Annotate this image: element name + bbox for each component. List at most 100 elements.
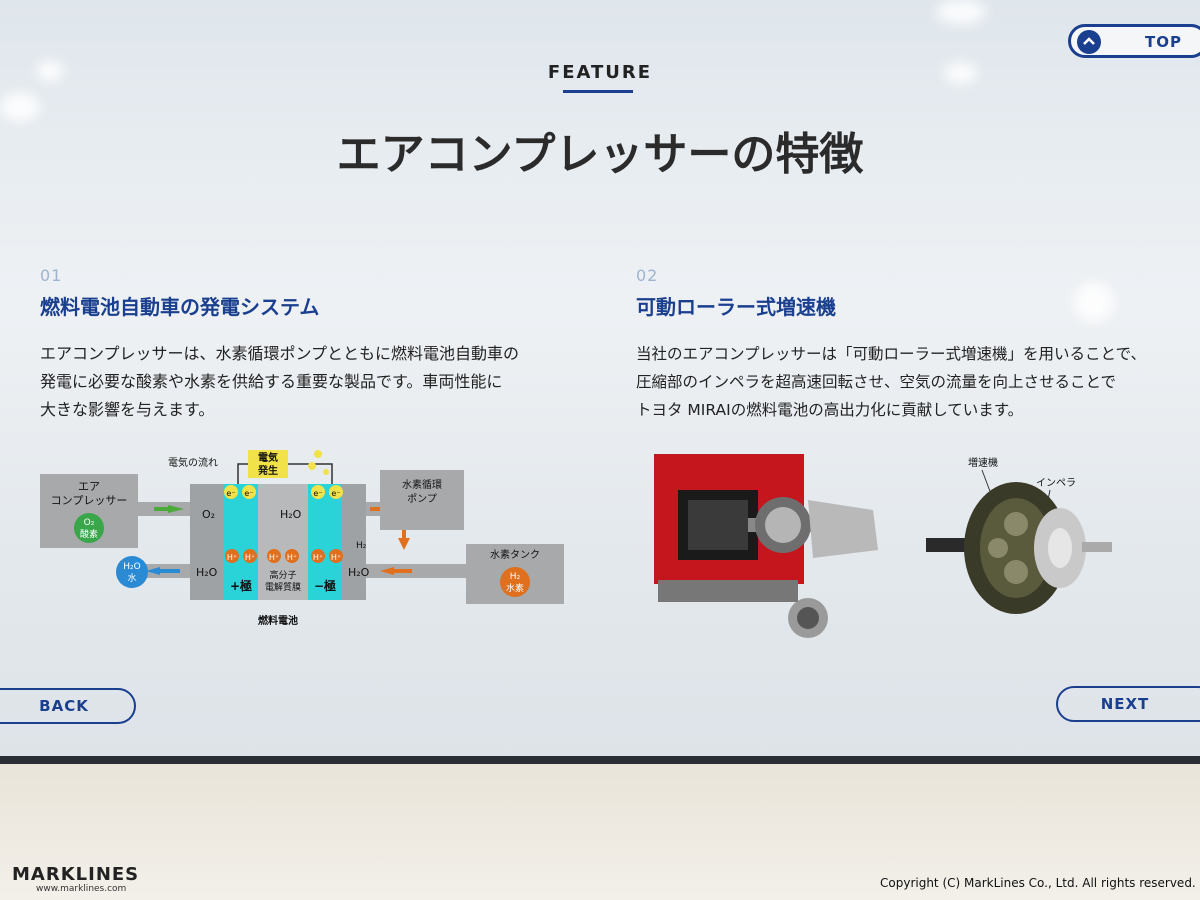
- section1-body: エアコンプレッサーは、水素循環ポンプとともに燃料電池自動車の 発電に必要な酸素や…: [40, 340, 519, 424]
- h2o-label: H₂O: [348, 566, 370, 579]
- svg-text:H⁺: H⁺: [331, 553, 341, 562]
- marklines-url: www.marklines.com: [36, 884, 127, 894]
- h2-badge-line2: 水素: [506, 582, 524, 594]
- feature-label: FEATURE: [547, 62, 653, 83]
- fuel-cell-diagram: エアコンプレッサー O₂ 酸素 H₂O 水 電気の流れ 電気 発生 e⁻ e⁻: [40, 450, 564, 627]
- membrane-label-line1: 高分子: [269, 569, 296, 581]
- arrow-orange: [380, 567, 394, 575]
- positive-pole-label: +極: [230, 578, 252, 593]
- membrane: [258, 484, 308, 600]
- electron-flow-label: 電気の流れ: [168, 456, 218, 469]
- body-line: 発電に必要な酸素や水素を供給する重要な製品です。車両性能に: [40, 372, 503, 391]
- light-glare: [0, 92, 40, 122]
- svg-text:H⁺: H⁺: [287, 553, 297, 562]
- electron-dot: [311, 485, 325, 499]
- impeller-hub: [1048, 528, 1072, 568]
- h2o-label: H₂O: [196, 566, 218, 579]
- base-plate: [658, 580, 798, 602]
- body-line: 圧縮部のインペラを超高速回転させ、空気の流量を向上させることで: [636, 373, 1117, 391]
- body-line: トヨタ MIRAIの燃料電池の高出力化に貢献しています。: [636, 401, 1024, 419]
- kiosk-base: [0, 764, 1200, 900]
- electron-label: e⁻: [244, 489, 253, 498]
- light-glare: [1074, 282, 1114, 322]
- h2-badge: [500, 567, 530, 597]
- membrane-label-line2: 電解質膜: [265, 581, 301, 593]
- section1-title: 燃料電池自動車の発電システム: [40, 295, 320, 319]
- pump-box: [380, 470, 464, 530]
- o2-badge-line2: 酸素: [80, 528, 98, 540]
- roller: [1004, 560, 1028, 584]
- motor-core: [688, 500, 748, 550]
- h2o-badge-line2: 水: [127, 572, 136, 584]
- screen-bezel: [0, 756, 1200, 764]
- tank-label: 水素タンク: [490, 548, 540, 561]
- power-gen-line1: 電気: [258, 451, 278, 464]
- light-glare: [936, 0, 986, 24]
- negative-electrode: [308, 484, 342, 600]
- chevron-up-icon: [1077, 30, 1101, 54]
- h2-badge-line1: H₂: [510, 572, 521, 582]
- arrow-blue-shaft: [158, 569, 180, 573]
- arrow-blue: [146, 567, 160, 575]
- compressor-cutaway-photo: [654, 454, 878, 638]
- h2o-label: H₂O: [280, 508, 302, 521]
- svg-text:H⁺: H⁺: [227, 553, 237, 562]
- shaft: [926, 538, 972, 552]
- h2-label: H₂: [356, 541, 367, 551]
- marklines-logo: MARKLINES: [12, 864, 140, 885]
- electron-dot: [329, 485, 343, 499]
- o2-label: O₂: [202, 508, 215, 521]
- roller: [988, 538, 1008, 558]
- body-line: 大きな影響を与えます。: [40, 400, 215, 419]
- speed-increaser-photo: 増速機 インペラ: [926, 456, 1112, 614]
- arrow-green-shaft: [154, 507, 170, 511]
- feature-underline: [563, 90, 633, 93]
- electron-dot: [308, 462, 316, 470]
- power-gen-line2: 発生: [257, 464, 278, 477]
- compressor-label: エアコンプレッサー: [51, 480, 128, 507]
- fuel-cell-label: 燃料電池: [258, 614, 298, 627]
- arrow-orange-shaft: [392, 569, 412, 573]
- back-button[interactable]: BACK: [0, 688, 136, 724]
- compressor-housing: [808, 500, 878, 558]
- body-line: エアコンプレッサーは、水素循環ポンプとともに燃料電池自動車の: [40, 344, 520, 363]
- negative-pole-label: −極: [314, 578, 336, 593]
- o2-badge: [74, 513, 104, 543]
- arrow-green: [168, 505, 184, 513]
- speed-increaser-label: 増速機: [968, 456, 998, 469]
- traction-ring-inner: [980, 498, 1052, 598]
- electron-dot: [242, 485, 256, 499]
- outlet-hole: [797, 607, 819, 629]
- next-button-label: NEXT: [1100, 695, 1150, 713]
- electron-dot: [323, 469, 329, 475]
- svg-text:H⁺: H⁺: [269, 553, 279, 562]
- electron-label: e⁻: [313, 489, 322, 498]
- next-button[interactable]: NEXT: [1056, 686, 1200, 722]
- display-screen: TOP FEATURE エアコンプレッサーの特徴 01 燃料電池自動車の発電シス…: [0, 0, 1200, 762]
- light-glare: [36, 60, 64, 82]
- electron-dot: [224, 485, 238, 499]
- section2-number: 02: [636, 266, 659, 285]
- h2o-badge-line1: H₂O: [123, 562, 140, 572]
- o2-badge-line1: O₂: [84, 518, 95, 528]
- impeller-shaft: [1082, 542, 1112, 552]
- pump-label-line1: 水素循環: [402, 478, 442, 491]
- top-button-label: TOP: [1145, 33, 1182, 51]
- electron-dot: [314, 450, 322, 458]
- top-button[interactable]: TOP: [1068, 24, 1200, 58]
- section2-body: 当社のエアコンプレッサーは「可動ローラー式増速機」を用いることで、 圧縮部のイン…: [636, 340, 1146, 424]
- impeller-label: インペラ: [1036, 477, 1076, 489]
- section2-title: 可動ローラー式増速機: [636, 295, 836, 319]
- body-line: 当社のエアコンプレッサーは「可動ローラー式増速機」を用いることで、: [636, 345, 1146, 363]
- power-gen-box: [248, 450, 288, 478]
- arrow-orange: [398, 538, 410, 550]
- svg-text:H⁺: H⁺: [313, 553, 323, 562]
- roller: [1004, 512, 1028, 536]
- section1-number: 01: [40, 266, 63, 285]
- electron-label: e⁻: [226, 489, 235, 498]
- tank-channel: [366, 564, 466, 578]
- roller-inner: [765, 507, 801, 543]
- svg-text:H⁺: H⁺: [245, 553, 255, 562]
- light-glare: [944, 62, 978, 84]
- positive-electrode: [224, 484, 258, 600]
